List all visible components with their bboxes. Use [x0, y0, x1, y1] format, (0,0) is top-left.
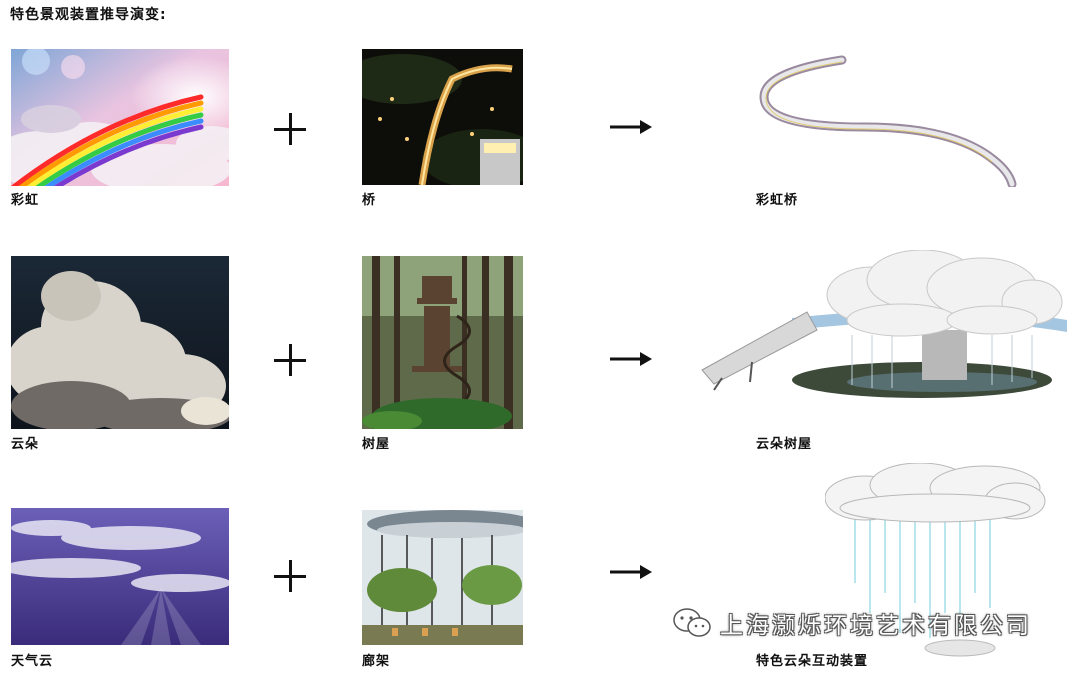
rainbow-bridge-render: [754, 52, 1024, 187]
wechat-icon: [673, 608, 711, 637]
rainbow-photo: [11, 49, 229, 186]
cloud-interactive-render: [825, 463, 1050, 663]
page-title: 特色景观装置推导演变:: [10, 7, 167, 23]
label-weather-cloud: 天气云: [11, 654, 54, 669]
plus-icon: [274, 344, 306, 376]
label-cloud-interactive: 特色云朵互动装置: [756, 654, 869, 669]
arrow-right-icon: [610, 120, 652, 134]
weather-cloud-photo: [11, 508, 229, 645]
label-rainbow-bridge: 彩虹桥: [756, 193, 799, 208]
label-cloud-treehouse: 云朵树屋: [756, 437, 813, 452]
label-bridge: 桥: [362, 193, 377, 208]
label-pergola: 廊架: [362, 654, 391, 669]
arrow-right-icon: [610, 352, 652, 366]
watermark-text: 上海灏烁环境艺术有限公司: [720, 613, 1032, 639]
plus-icon: [274, 113, 306, 145]
cloud-photo: [11, 256, 229, 429]
label-treehouse: 树屋: [362, 437, 391, 452]
label-cloud: 云朵: [11, 437, 40, 452]
label-rainbow: 彩虹: [11, 193, 40, 208]
cloud-treehouse-render: [692, 250, 1072, 410]
arrow-right-icon: [610, 565, 652, 579]
pergola-photo: [362, 510, 523, 645]
treehouse-photo: [362, 256, 523, 429]
watermark: 上海灏烁环境艺术有限公司: [672, 606, 1032, 640]
plus-icon: [274, 560, 306, 592]
bridge-photo: [362, 49, 523, 185]
